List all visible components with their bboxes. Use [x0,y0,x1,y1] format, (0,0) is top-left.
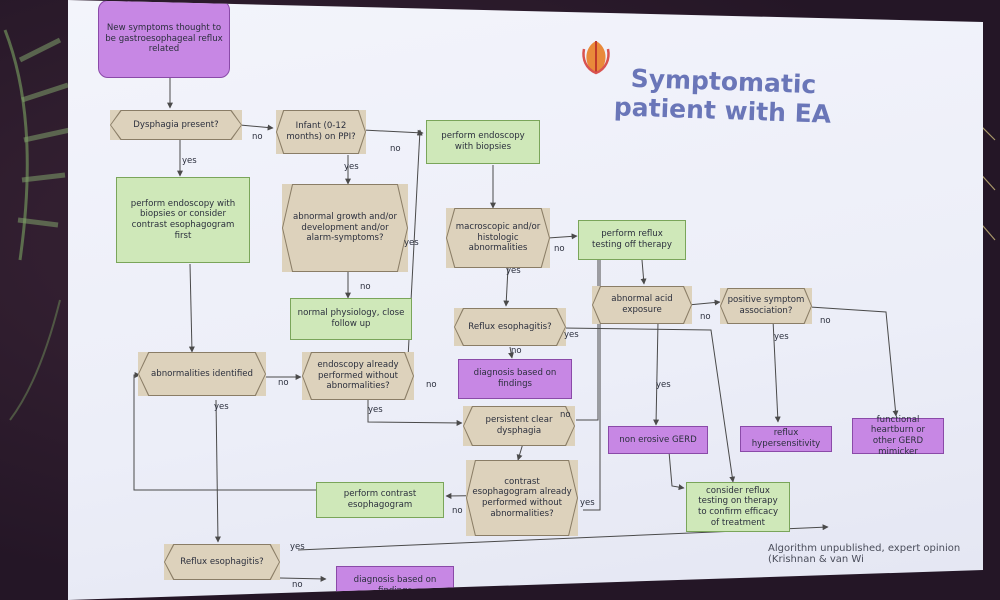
edge-label-no: no [511,346,522,356]
edge-label-yes: yes [656,380,671,390]
abnormal-growth-decision: abnormal growth and/or development and/o… [282,184,408,272]
edge-label-no: no [360,282,371,292]
reflux-esophagitis-bottom-decision: Reflux esophagitis? [164,544,280,580]
diagnosis-mid-box: diagnosis based on findings [458,359,572,399]
edge-label-yes: yes [214,402,229,412]
endoscopy-or-contrast-box: perform endoscopy with biopsies or consi… [116,177,250,263]
edge-label-yes: yes [368,405,383,415]
edge-label-yes: yes [506,266,521,276]
edge-label-no: no [452,506,463,516]
edge-label-yes: yes [404,238,419,248]
diagnosis-bottom-box: diagnosis based on findings [336,566,454,600]
dysphagia-present-decision: Dysphagia present? [110,110,242,140]
normal-physiology-box: normal physiology, close follow up [290,298,412,340]
abnormalities-identified-decision: abnormalities identified [138,352,266,396]
reflux-esophagitis-mid-decision: Reflux esophagitis? [454,308,566,346]
projected-slide: Symptomatic patient with EA New symptoms… [68,0,983,600]
edge-label-no: no [820,316,831,326]
slide-footer-citation: Algorithm unpublished, expert opinion (K… [768,543,961,565]
edge-label-yes: yes [290,542,305,552]
perform-contrast-esophagogram-box: perform contrast esophagogram [316,482,444,518]
tulip-logo-icon [578,35,614,81]
positive-symptom-association-decision: positive symptom association? [720,288,812,324]
edge-label-no: no [700,312,711,322]
reflux-hypersensitivity-box: reflux hypersensitivity [740,426,832,452]
slide-title: Symptomatic patient with EA [613,63,832,129]
non-erosive-gerd-box: non erosive GERD [608,426,708,454]
edge-label-yes: yes [774,332,789,342]
endoscopy-already-performed-decision: endoscopy already performed without abno… [302,352,414,400]
start-node: New symptoms thought to be gastroesophag… [98,0,230,78]
edge-label-no: no [252,132,263,142]
reflux-testing-on-therapy-box: consider reflux testing on therapy to co… [686,482,790,532]
edge-label-no: no [390,144,401,154]
edge-label-no: no [426,380,437,390]
edge-label-no: no [560,410,571,420]
edge-label-yes: yes [564,330,579,340]
palm-leaf-decoration [3,29,71,421]
reflux-testing-off-therapy-box: perform reflux testing off therapy [578,220,686,260]
contrast-already-performed-decision: contrast esophagogram already performed … [466,460,578,536]
functional-heartburn-box: functional heartburn or other GERD mimic… [852,415,944,457]
infant-on-ppi-decision: Infant (0-12 months) on PPI? [276,110,366,154]
persistent-dysphagia-decision: persistent clear dysphagia [463,406,575,446]
edge-label-yes: yes [580,498,595,508]
edge-label-no: no [278,378,289,388]
abnormal-acid-exposure-decision: abnormal acid exposure [592,286,692,324]
edge-label-yes: yes [344,162,359,172]
edge-label-no: no [292,580,303,590]
macroscopic-abnormalities-decision: macroscopic and/or histologic abnormalit… [446,208,550,268]
endoscopy-biopsies-top-box: perform endoscopy with biopsies [426,120,540,164]
edge-label-yes: yes [182,156,197,166]
edge-label-no: no [554,244,565,254]
